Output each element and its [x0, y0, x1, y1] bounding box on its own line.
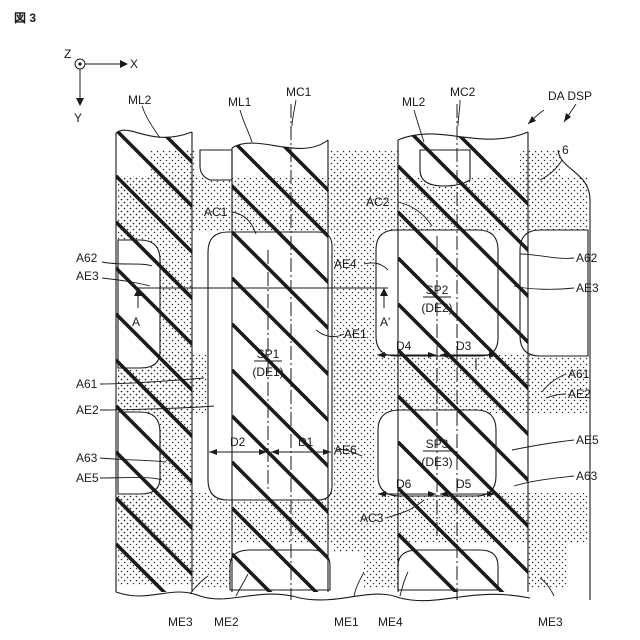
bottom-wavy-edge — [116, 592, 530, 601]
label-de3: (DE3) — [421, 455, 452, 469]
labels-bottom: ME3 ME2 ME1 ME4 ME3 — [168, 615, 563, 629]
label-a61-right: A61 — [568, 367, 590, 381]
label-de2: (DE2) — [421, 301, 452, 315]
label-da-dsp: DA DSP — [548, 89, 592, 103]
label-d4: D4 — [396, 339, 412, 353]
label-ml2-right: ML2 — [402, 95, 426, 109]
label-d3: D3 — [456, 339, 472, 353]
label-ac1: AC1 — [204, 205, 228, 219]
label-me3-left: ME3 — [168, 615, 193, 629]
label-ae3-right: AE3 — [576, 281, 599, 295]
label-me2: ME2 — [214, 615, 239, 629]
label-me3-right: ME3 — [538, 615, 563, 629]
label-ae5-right: AE5 — [576, 433, 599, 447]
label-a61-left: A61 — [76, 377, 98, 391]
label-a: A — [132, 315, 140, 329]
label-ac2: AC2 — [366, 195, 390, 209]
label-a63-left: A63 — [76, 451, 98, 465]
label-d2: D2 — [230, 435, 246, 449]
figure-title: 図 3 — [14, 11, 36, 25]
label-ae2-left: AE2 — [76, 403, 99, 417]
label-6: 6 — [562, 143, 569, 157]
y-axis-label: Y — [74, 111, 82, 125]
label-ml2-left: ML2 — [128, 93, 152, 107]
label-mc1: MC1 — [286, 85, 312, 99]
label-d5: D5 — [456, 477, 472, 491]
z-axis-label: Z — [64, 47, 71, 61]
label-de1: (DE1) — [252, 365, 283, 379]
label-a-prime: A' — [380, 315, 390, 329]
label-sp2: SP2 — [426, 283, 449, 297]
label-mc2: MC2 — [450, 85, 476, 99]
label-d1: D1 — [298, 435, 314, 449]
label-me1: ME1 — [334, 615, 359, 629]
leader-arrowheads — [528, 113, 571, 124]
opening-left-lower — [118, 412, 160, 494]
label-sp3: SP3 — [426, 437, 449, 451]
label-ae4: AE4 — [334, 257, 357, 271]
label-d6: D6 — [396, 477, 412, 491]
label-me4: ME4 — [378, 615, 403, 629]
label-a62-right: A62 — [576, 251, 598, 265]
label-ae6: AE6 — [334, 443, 357, 457]
label-ae1: AE1 — [344, 327, 367, 341]
label-a62-left: A62 — [76, 251, 98, 265]
label-sp1: SP1 — [257, 347, 280, 361]
label-ae5-left: AE5 — [76, 471, 99, 485]
x-axis-label: X — [130, 57, 138, 71]
label-ml1: ML1 — [228, 95, 252, 109]
labels-top: ML2 ML1 MC1 ML2 MC2 DA DSP 6 — [128, 85, 592, 157]
axis-indicator: Z X Y — [64, 47, 138, 125]
label-a63-right: A63 — [576, 469, 598, 483]
label-ac3: AC3 — [360, 511, 384, 525]
label-ae2-right: AE2 — [568, 387, 591, 401]
label-ae3-left: AE3 — [76, 269, 99, 283]
